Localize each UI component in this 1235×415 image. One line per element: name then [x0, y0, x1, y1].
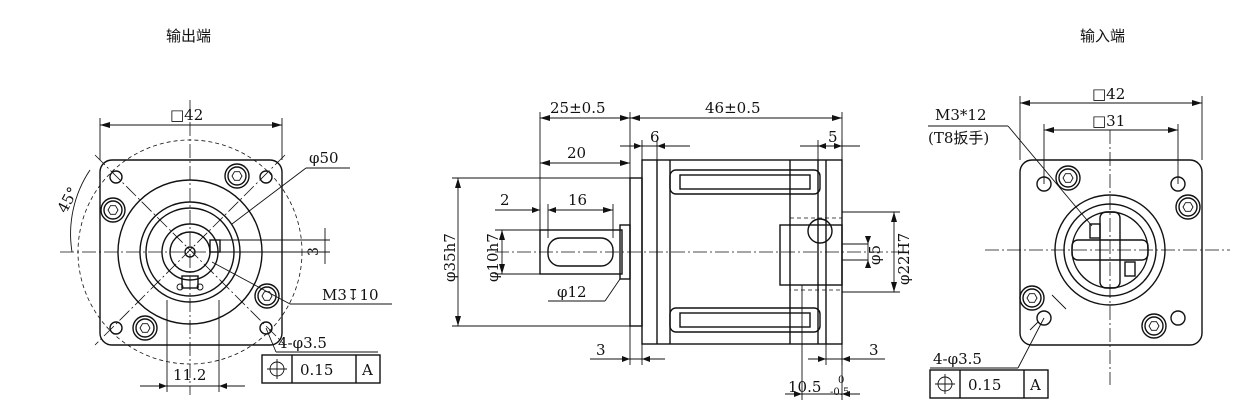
datum-label: A — [361, 361, 373, 379]
dim-2-label: 2 — [500, 191, 510, 209]
mount-hole — [1170, 310, 1186, 326]
screw-head-icon — [224, 163, 250, 189]
tolerance-value: 0.15 — [300, 361, 333, 379]
input-end-title: 输入端 — [1080, 27, 1125, 45]
shaft-length-label: 25±0.5 — [550, 99, 606, 117]
hole-callout-label: 4-φ3.5 — [278, 334, 327, 352]
input-flange-square — [1019, 159, 1203, 346]
screw-head-icon — [1141, 313, 1167, 339]
input-tolerance-frame: 0.15 A — [929, 369, 1049, 399]
dim-3-left-label: 3 — [596, 341, 606, 359]
body-length-label: 46±0.5 — [705, 99, 761, 117]
diagonal-centerline — [94, 154, 286, 346]
input-pilot-inner — [1063, 203, 1157, 297]
input-pilot-label: φ22H7 — [895, 233, 913, 285]
key-offset-label: 11.2 — [173, 366, 206, 384]
spigot-length-label: 20 — [567, 144, 586, 162]
small-hole-icon — [196, 283, 204, 291]
depth-value-label: 10.5 — [788, 378, 821, 396]
output-end-title: 输出端 — [166, 27, 211, 45]
circle-diameter-label: φ50 — [309, 149, 339, 167]
corner-hole — [109, 321, 123, 335]
input-tolerance-value: 0.15 — [968, 376, 1001, 394]
shaft-diameter-label: φ10h7 — [484, 233, 502, 282]
screw-head-icon — [132, 315, 158, 341]
dim-5-label: 5 — [828, 128, 838, 146]
screw-callout-label: M3*12 — [935, 106, 987, 124]
input-end-view: □42 □31 M3*12 (T8扳手) 4-φ3.5 0.15 A — [928, 85, 1230, 399]
flange-square — [99, 159, 283, 346]
center-hole — [184, 246, 196, 258]
small-hole-icon — [176, 283, 184, 291]
pilot-diameter-label: φ35h7 — [441, 233, 459, 282]
coupling-slot — [1099, 211, 1121, 289]
key-diameter-label: φ12 — [557, 283, 587, 301]
dim-3-right-label: 3 — [869, 341, 879, 359]
corner-hole — [109, 170, 123, 184]
screw-head-icon — [1055, 165, 1081, 191]
shaft-key — [547, 237, 614, 267]
depth-tol-lower: -0.5 — [830, 387, 849, 398]
input-inner-square-label: □31 — [1092, 112, 1125, 130]
thread-callout-label: M3↧10 — [322, 286, 379, 304]
output-shaft — [539, 229, 623, 275]
corner-hole — [259, 170, 273, 184]
wrench-callout-label: (T8扳手) — [928, 129, 989, 147]
input-hole-callout-label: 4-φ3.5 — [933, 350, 982, 368]
width-square-label: □42 — [170, 106, 203, 124]
tolerance-frame: 0.15 A — [261, 354, 381, 384]
clamp-screw-icon — [807, 218, 833, 244]
side-view: 25±0.5 46±0.5 20 6 5 2 16 — [441, 99, 913, 400]
dim-6-label: 6 — [650, 128, 660, 146]
depth-tol-upper: 0 — [838, 375, 844, 386]
angle-label: 45° — [54, 184, 82, 216]
screw-head-icon — [100, 197, 126, 223]
key-notch — [181, 275, 199, 289]
input-outer-square-label: □42 — [1092, 85, 1125, 103]
corner-hole — [259, 321, 273, 335]
input-pilot-circle — [1054, 194, 1166, 306]
input-clamp — [779, 224, 843, 286]
input-datum-label: A — [1029, 376, 1041, 394]
key-depth-label: 3 — [306, 247, 322, 256]
output-end-view: □42 φ50 45° 3 M3↧10 4-φ3.5 0.15 A — [54, 100, 392, 395]
coupling-slot — [1071, 239, 1149, 261]
input-bore-label: φ5 — [866, 245, 884, 265]
mount-hole — [1036, 310, 1052, 326]
screw-head-icon — [1175, 194, 1201, 220]
key-length-label: 16 — [568, 191, 587, 209]
screw-head-icon — [1019, 285, 1045, 311]
